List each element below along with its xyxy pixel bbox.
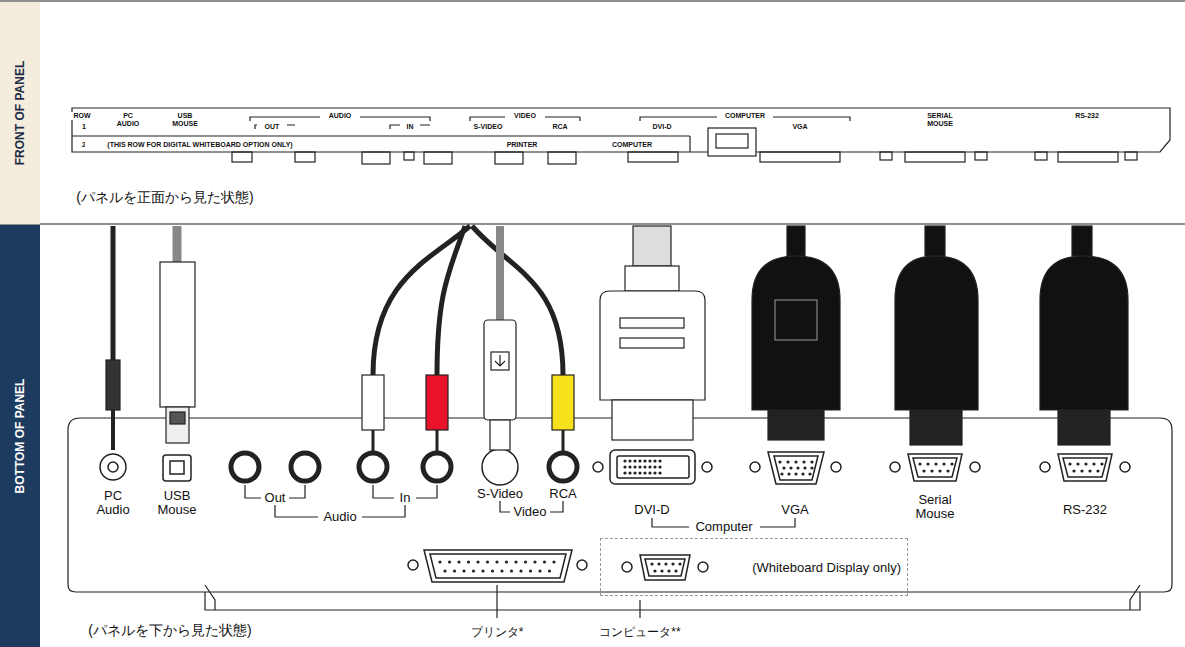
part-label: AUDIO bbox=[320, 112, 360, 120]
band-title: FRONT OF PANEL bbox=[13, 61, 27, 165]
part-label: VGA bbox=[787, 123, 813, 131]
part-label: SERIAL MOUSE bbox=[917, 112, 963, 127]
dashed-box: (Whiteboard Display only) bbox=[600, 538, 908, 596]
part-label: RS-232 bbox=[1055, 503, 1115, 517]
part-label: PC AUDIO bbox=[113, 112, 143, 127]
part-label: S-Video bbox=[472, 487, 528, 501]
part-label: (パネルを正面から見た状態) bbox=[40, 190, 290, 205]
part-label: RCA bbox=[547, 123, 573, 131]
part-label: In bbox=[394, 491, 416, 505]
part-label: PC Audio bbox=[88, 489, 138, 518]
part-label: S-VIDEO bbox=[468, 123, 508, 131]
part-label: VGA bbox=[775, 503, 815, 517]
part-label: Computer bbox=[689, 520, 759, 534]
part-label: IN bbox=[400, 123, 420, 131]
band-title: BOTTOM OF PANEL bbox=[13, 379, 27, 494]
part-label: USB MOUSE bbox=[167, 112, 203, 127]
part-label: VIDEO bbox=[505, 112, 545, 120]
part-label: OUT bbox=[257, 123, 287, 131]
part-label: Serial Mouse bbox=[907, 493, 963, 522]
part-label: COMPUTER bbox=[604, 141, 660, 149]
part-label: RCA bbox=[545, 487, 581, 501]
part-label: Audio bbox=[318, 510, 362, 524]
part-label: USB Mouse bbox=[152, 489, 202, 518]
part-label: (パネルを下から見た状態) bbox=[45, 623, 295, 638]
part-label: ROW bbox=[69, 112, 95, 120]
part-label: プリンタ* bbox=[452, 626, 542, 639]
part-label: (THIS ROW FOR DIGITAL WHITEBOARD OPTION … bbox=[85, 141, 315, 149]
part-label: DVI-D bbox=[626, 503, 678, 517]
part-label: DVI-D bbox=[645, 123, 679, 131]
part-label: Out bbox=[261, 491, 289, 505]
part-label: COMPUTER bbox=[717, 112, 773, 120]
side-band: FRONT OF PANEL bbox=[0, 2, 40, 224]
part-label: 1 bbox=[78, 123, 90, 131]
part-label: Video bbox=[510, 505, 550, 519]
side-band: BOTTOM OF PANEL bbox=[0, 225, 40, 647]
box-note: (Whiteboard Display only) bbox=[752, 560, 901, 575]
part-label: コンピュータ** bbox=[585, 626, 695, 639]
part-label: RS-232 bbox=[1067, 112, 1107, 120]
part-label: PRINTER bbox=[499, 141, 545, 149]
